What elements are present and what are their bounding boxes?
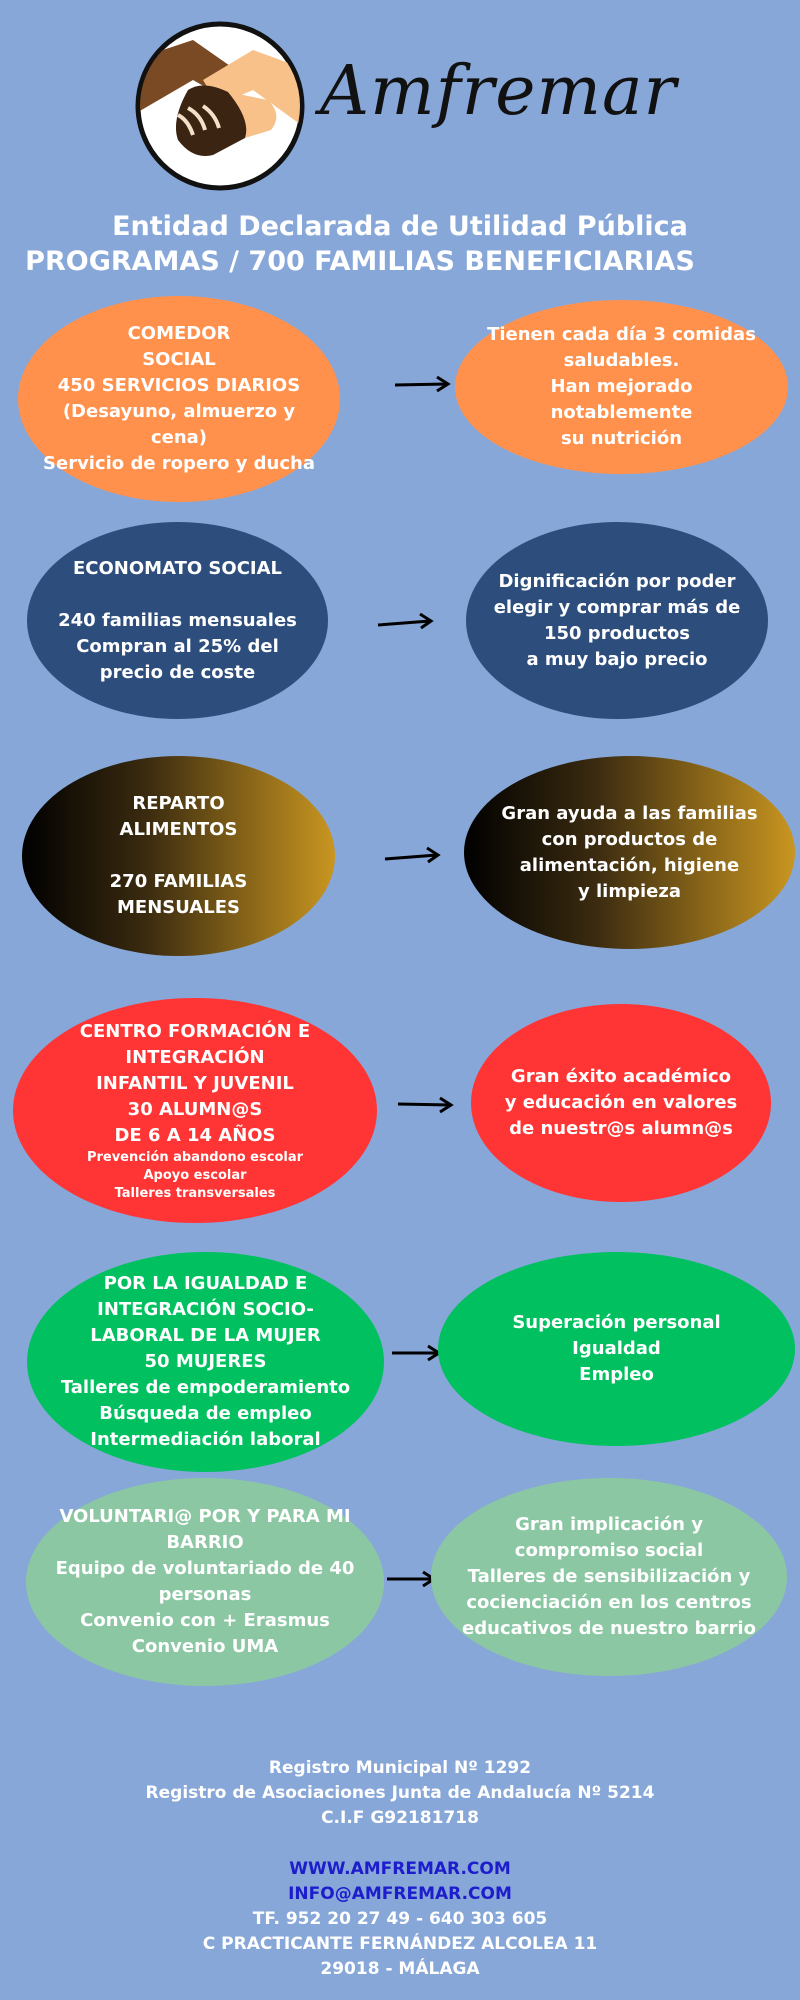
program-voluntariado-text: VOLUNTARI@ POR Y PARA MI BARRIO Equipo d… (55, 1506, 355, 1657)
postal-code: 29018 - MÁLAGA (320, 1959, 480, 1979)
arrow-right-icon (397, 1096, 454, 1114)
result-igualdad-text: Superación personal Igualdad Empleo (512, 1312, 721, 1385)
program-centro-subtext: Prevención abandono escolar Apoyo escola… (86, 1149, 304, 1201)
email-link[interactable]: INFO@AMFREMAR.COM (288, 1884, 512, 1904)
result-economato: Dignificación por poder elegir y comprar… (466, 522, 768, 719)
program-igualdad-text: POR LA IGUALDAD E INTEGRACIÓN SOCIO- LAB… (60, 1273, 351, 1450)
program-comedor-social: COMEDOR SOCIAL 450 SERVICIOS DIARIOS (De… (18, 296, 340, 502)
program-economato-social: ECONOMATO SOCIAL 240 familias mensuales … (27, 522, 328, 719)
program-igualdad-mujer: POR LA IGUALDAD E INTEGRACIÓN SOCIO- LAB… (27, 1252, 384, 1472)
footer-registros: Registro Municipal Nº 1292 Registro de A… (0, 1756, 800, 1831)
footer-contacto: WWW.AMFREMAR.COM INFO@AMFREMAR.COM TF. 9… (0, 1857, 800, 1982)
program-economato-text: ECONOMATO SOCIAL 240 familias mensuales … (58, 557, 297, 683)
result-comedor-text: Tienen cada día 3 comidas saludables. Ha… (487, 324, 756, 449)
result-reparto: Gran ayuda a las familias con productos … (464, 756, 795, 949)
program-voluntariado: VOLUNTARI@ POR Y PARA MI BARRIO Equipo d… (26, 1478, 384, 1686)
headline-programas: PROGRAMAS / 700 FAMILIAS BENEFICIARIAS (25, 246, 695, 277)
program-comedor-text: COMEDOR SOCIAL 450 SERVICIOS DIARIOS (De… (43, 323, 315, 474)
phone: TF. 952 20 27 49 - 640 303 605 (252, 1909, 548, 1929)
program-reparto-alimentos: REPARTO ALIMENTOS 270 FAMILIAS MENSUALES (22, 756, 335, 956)
cif: C.I.F G92181718 (321, 1808, 479, 1828)
result-comedor: Tienen cada día 3 comidas saludables. Ha… (455, 300, 788, 474)
handshake-logo-icon (135, 21, 305, 191)
result-centro-formacion: Gran éxito académico y educación en valo… (471, 1004, 771, 1202)
program-centro-formacion: CENTRO FORMACIÓN E INTEGRACIÓN INFANTIL … (13, 998, 377, 1223)
brand-name: Amfremar (320, 52, 678, 131)
arrow-right-icon (384, 846, 441, 864)
result-voluntariado: Gran implicación y compromiso social Tal… (431, 1478, 787, 1676)
registro-municipal: Registro Municipal Nº 1292 (268, 1758, 532, 1778)
result-economato-text: Dignificación por poder elegir y comprar… (493, 570, 741, 670)
address: C PRACTICANTE FERNÁNDEZ ALCOLEA 11 (202, 1934, 598, 1954)
arrow-right-icon (394, 375, 451, 393)
website-link[interactable]: WWW.AMFREMAR.COM (289, 1859, 511, 1879)
headline-utilidad-publica: Entidad Declarada de Utilidad Pública (112, 211, 688, 242)
registro-junta: Registro de Asociaciones Junta de Andalu… (145, 1783, 655, 1803)
program-centro-text: CENTRO FORMACIÓN E INTEGRACIÓN INFANTIL … (79, 1020, 311, 1146)
arrow-right-icon (377, 612, 434, 630)
result-reparto-text: Gran ayuda a las familias con productos … (501, 802, 758, 902)
result-igualdad: Superación personal Igualdad Empleo (438, 1252, 795, 1446)
program-reparto-text: REPARTO ALIMENTOS 270 FAMILIAS MENSUALES (109, 793, 248, 918)
result-voluntariado-text: Gran implicación y compromiso social Tal… (462, 1514, 756, 1639)
result-centro-text: Gran éxito académico y educación en valo… (504, 1066, 738, 1139)
